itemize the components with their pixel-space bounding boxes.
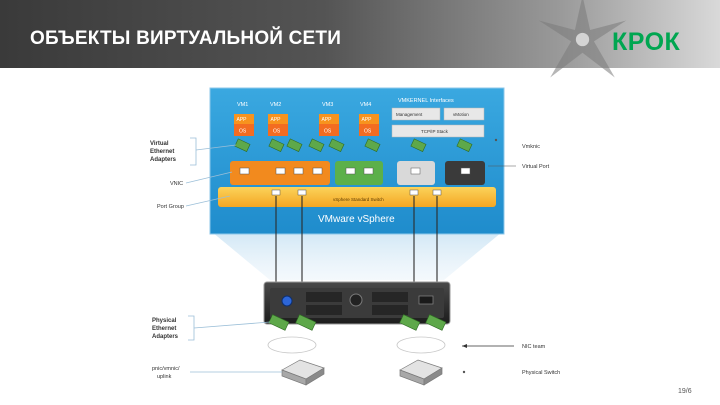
virtual-ports [239,167,471,175]
svg-text:OS: OS [239,129,247,135]
label-pnic: pnic/vmnic/ [152,366,180,372]
nic-team-arrowhead [462,344,467,348]
virtual-nic-cards [234,138,473,152]
vm2-label: VM2 [270,102,281,108]
vmknic-marker [494,138,498,142]
label-vnic: VNIC [170,181,183,187]
vm3-label: VM3 [322,102,333,108]
header-bar: ОБЪЕКТЫ ВИРТУАЛЬНОЙ СЕТИ КРОК [0,0,720,78]
page-title: ОБЪЕКТЫ ВИРТУАЛЬНОЙ СЕТИ [30,28,342,49]
management-label: Management [396,112,423,117]
svg-text:APP: APP [237,117,248,123]
physical-switch-marker [462,370,466,374]
vmkernel-title: VMKERNEL Interfaces [398,98,454,104]
shuriken-logo-icon [538,0,627,78]
label-physical: Physical [152,318,177,324]
label-virtual: Virtual [150,141,169,147]
vsphere-standard-switch [218,187,496,207]
label-nic-team: NIC team [522,344,546,350]
label-ethernet: Ethernet [150,149,174,155]
vm3-block: APP OS [319,114,339,136]
tcpip-stack-box [391,124,485,138]
svg-text:APP: APP [322,117,333,123]
tcpip-stack-label: TCP/IP Stack [421,129,449,134]
svg-text:OS: OS [364,129,372,135]
label-physical-adapters: Adapters [152,334,179,340]
company-logo-text: КРОК [612,28,681,56]
label-uplink: uplink [157,374,172,380]
label-vmknic: Vmknic [522,144,540,150]
physical-server [263,281,451,325]
label-physical-switch: Physical Switch [522,370,560,376]
switch-uplink-ports [271,189,442,196]
vm1-block: APP OS [234,114,254,136]
page-number: 19/6 [678,388,692,395]
vmotion-label: vMotion [453,112,469,117]
vm4-label: VM4 [360,102,371,108]
vmotion-box [443,107,485,121]
vswitch-label: vSphere Standard Switch [333,197,384,202]
label-port-group: Port Group [157,204,184,210]
label-virtual-port: Virtual Port [522,164,550,170]
svg-text:OS: OS [273,129,281,135]
nic-team-ovals [267,336,446,354]
management-box [391,107,441,121]
vm1-label: VM1 [237,102,248,108]
vm4-block: APP OS [359,114,379,136]
svg-text:APP: APP [271,117,282,123]
label-adapters: Adapters [150,157,177,163]
svg-text:OS: OS [324,129,332,135]
projection-cone [212,232,502,280]
physical-nic-cards [268,314,447,331]
port-group-green [335,161,383,185]
vsphere-label: VMware vSphere [318,214,395,225]
label-physical-ethernet: Ethernet [152,326,176,332]
physical-switch-1 [281,359,325,386]
left-connectors [185,137,282,373]
vm2-block: APP OS [268,114,288,136]
svg-text:APP: APP [362,117,373,123]
physical-switch-2 [399,359,443,386]
